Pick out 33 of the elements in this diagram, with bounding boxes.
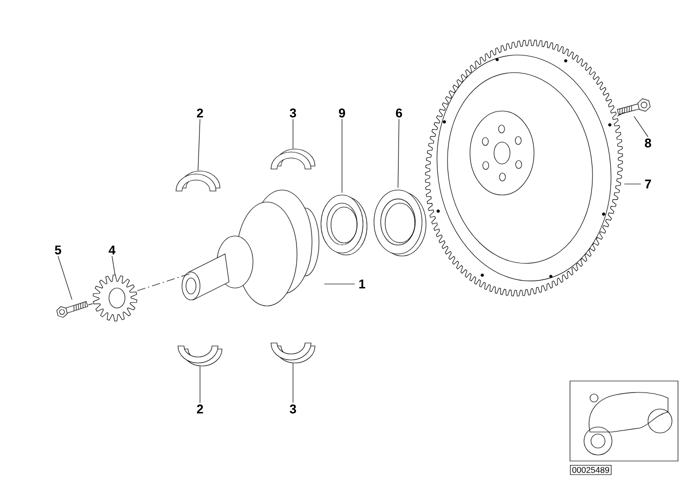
- callout-number: 7: [645, 180, 651, 188]
- sprocket-drawing: [92, 274, 138, 322]
- leader-line: [198, 118, 200, 171]
- bolt-drawing: [616, 98, 650, 115]
- callout-number: 1: [359, 280, 366, 288]
- center-line: [617, 112, 625, 117]
- center-line: [137, 273, 190, 292]
- callout-number: 5: [54, 246, 62, 254]
- flywheel-drawing: [425, 40, 623, 296]
- callout-number: 2: [196, 108, 204, 118]
- leader-line: [398, 118, 400, 188]
- callout-number: 3: [290, 404, 296, 414]
- bolt-drawing: [56, 301, 88, 318]
- seal-ring-drawing: [320, 194, 368, 256]
- leader-line: [292, 363, 294, 404]
- callout-number: 9: [338, 108, 346, 118]
- image-number: 00025489: [570, 464, 612, 475]
- callout-number: 2: [196, 404, 204, 414]
- seal-ring-drawing: [374, 190, 426, 256]
- bearing-shell-drawing: [270, 148, 316, 170]
- bearing-shell-drawing: [176, 170, 220, 192]
- bearing-shell-drawing: [270, 342, 316, 364]
- center-line: [88, 303, 93, 306]
- crankshaft-drawing: [182, 190, 320, 306]
- leader-line: [58, 256, 72, 300]
- callout-number: 8: [644, 138, 652, 148]
- leader-line: [634, 116, 648, 138]
- bearing-shell-drawing: [178, 346, 222, 366]
- callout-number: 4: [108, 246, 116, 254]
- leader-line: [292, 118, 294, 149]
- leader-line: [112, 256, 116, 275]
- callout-number: 3: [290, 108, 296, 118]
- callout-number: 6: [396, 108, 402, 118]
